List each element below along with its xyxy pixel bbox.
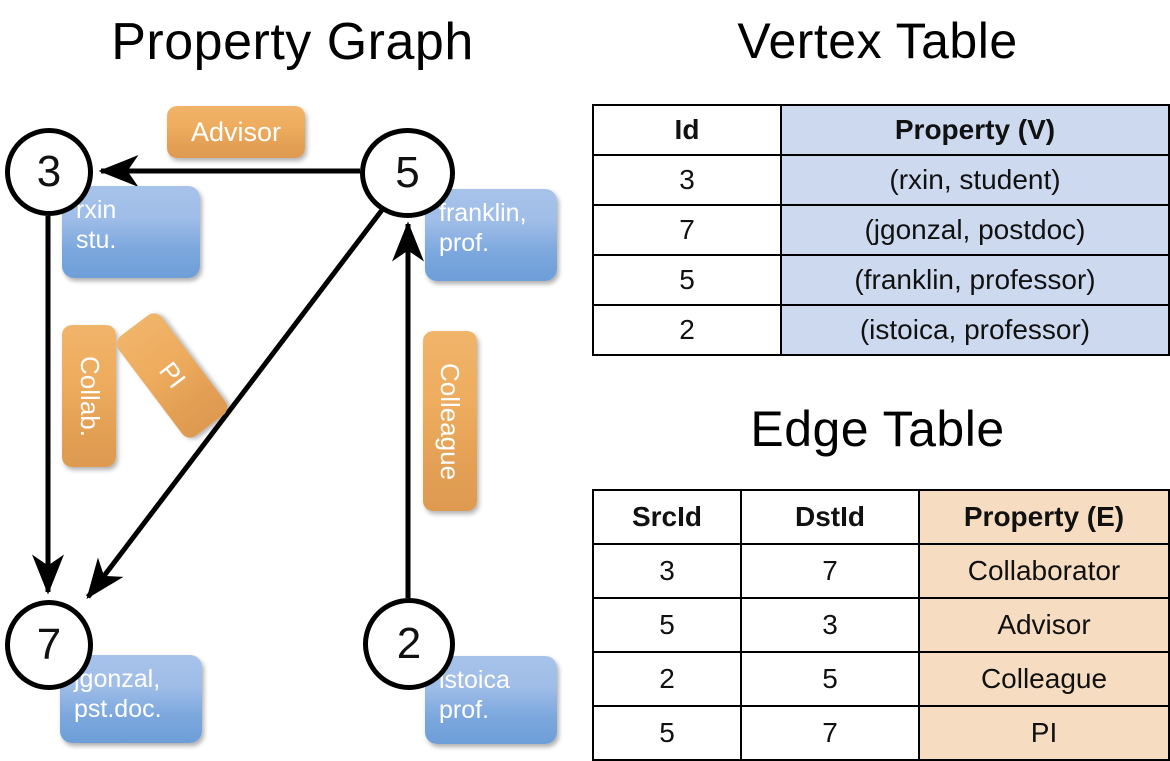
- vertex-callout-5-line1: franklin,: [439, 199, 527, 227]
- vertex-table-header-property: Property (V): [780, 104, 1170, 156]
- vertex-callout-3: rxin stu.: [62, 186, 200, 278]
- edge-label-colleague-text: Colleague: [435, 362, 466, 480]
- edge-label-colleague: Colleague: [423, 331, 477, 511]
- vertex-callout-3-line1: rxin: [76, 196, 117, 224]
- vertex-table: Id Property (V) 3 (rxin, student) 7 (jgo…: [592, 104, 1170, 356]
- vertex-callout-5: franklin, prof.: [425, 189, 557, 281]
- page-title-vertex-table: Vertex Table: [737, 13, 1018, 69]
- table-row[interactable]: 3 7 Collaborator: [592, 543, 1170, 599]
- vertex-table-header-row: Id Property (V): [592, 104, 1170, 156]
- edge-row-2-dst: 5: [740, 651, 920, 707]
- vertex-callout-3-line2: stu.: [76, 225, 117, 254]
- edge-row-1-src: 5: [592, 597, 742, 653]
- edge-table: SrcId DstId Property (E) 3 7 Collaborato…: [592, 489, 1170, 761]
- page-title-edge-table: Edge Table: [750, 401, 1005, 457]
- table-row[interactable]: 5 3 Advisor: [592, 597, 1170, 653]
- table-row[interactable]: 7 (jgonzal, postdoc): [592, 204, 1170, 256]
- edge-row-2-property: Colleague: [918, 651, 1170, 707]
- edge-row-0-dst: 7: [740, 543, 920, 599]
- edge-table-header-row: SrcId DstId Property (E): [592, 489, 1170, 545]
- edge-table-header-srcid: SrcId: [592, 489, 742, 545]
- edge-label-pi-text: PI: [153, 356, 192, 395]
- graph-node-3-label: 3: [36, 147, 62, 196]
- vertex-callout-2-line2: prof.: [439, 695, 490, 724]
- vertex-callout-7-line1: jgonzal,: [74, 665, 161, 693]
- vertex-callout-2: istoica prof.: [425, 656, 557, 744]
- table-row[interactable]: 5 7 PI: [592, 705, 1170, 761]
- vertex-row-0-id: 3: [592, 154, 782, 206]
- table-row[interactable]: 2 (istoica, professor): [592, 304, 1170, 356]
- graph-node-5-label: 5: [395, 148, 420, 197]
- page-title-property-graph: Property Graph: [111, 13, 474, 71]
- table-row[interactable]: 2 5 Colleague: [592, 651, 1170, 707]
- graph-edge-arrows: [32, 155, 424, 599]
- graph-node-5[interactable]: 5: [360, 128, 455, 218]
- graph-node-2[interactable]: 2: [363, 598, 455, 690]
- edge-row-0-src: 3: [592, 543, 742, 599]
- vertex-callout-2-line1: istoica: [439, 666, 510, 694]
- edge-row-3-dst: 7: [740, 705, 920, 761]
- vertex-row-2-id: 5: [592, 254, 782, 306]
- edge-row-0-property: Collaborator: [918, 543, 1170, 599]
- property-graph-diagram: Advisor Collab. PI Colleague rxin stu. f…: [0, 0, 585, 760]
- table-row[interactable]: 5 (franklin, professor): [592, 254, 1170, 306]
- vertex-callout-5-line2: prof.: [439, 228, 490, 257]
- edge-label-collab: Collab.: [62, 325, 116, 467]
- vertex-row-1-property: (jgonzal, postdoc): [780, 204, 1170, 256]
- vertex-row-0-property: (rxin, student): [780, 154, 1170, 206]
- edge-table-header-property: Property (E): [918, 489, 1170, 545]
- edge-label-collab-text: Collab.: [74, 355, 105, 437]
- vertex-row-3-id: 2: [592, 304, 782, 356]
- edge-label-advisor: Advisor: [167, 106, 305, 158]
- edge-row-1-property: Advisor: [918, 597, 1170, 653]
- edge-table-header-dstid: DstId: [740, 489, 920, 545]
- vertex-row-2-property: (franklin, professor): [780, 254, 1170, 306]
- vertex-row-1-id: 7: [592, 204, 782, 256]
- edge-row-2-src: 2: [592, 651, 742, 707]
- vertex-table-header-id: Id: [592, 104, 782, 156]
- table-row[interactable]: 3 (rxin, student): [592, 154, 1170, 206]
- graph-node-2-label: 2: [396, 619, 422, 668]
- edge-label-advisor-text: Advisor: [190, 116, 282, 147]
- vertex-callout-7-line2: pst.doc.: [74, 694, 162, 723]
- edge-arrow-pi: [86, 204, 387, 599]
- edge-row-3-src: 5: [592, 705, 742, 761]
- edge-row-3-property: PI: [918, 705, 1170, 761]
- graph-node-7-label: 7: [36, 620, 62, 669]
- graph-node-7[interactable]: 7: [5, 600, 93, 690]
- vertex-row-3-property: (istoica, professor): [780, 304, 1170, 356]
- graph-node-3[interactable]: 3: [5, 128, 93, 216]
- edge-row-1-dst: 3: [740, 597, 920, 653]
